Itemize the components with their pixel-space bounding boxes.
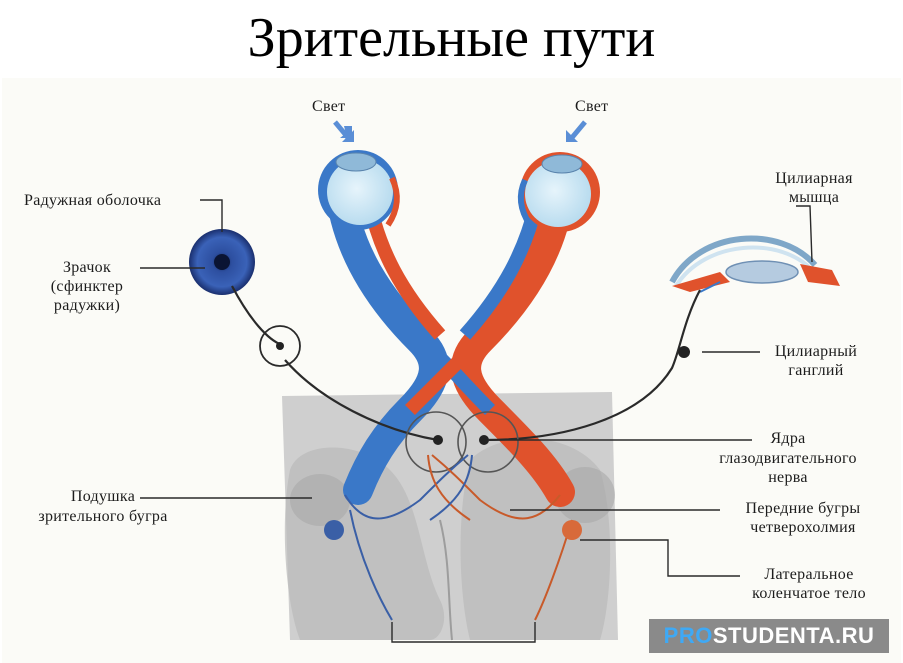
label-pupil-line1: Зрачок [62,259,112,276]
eyeball-right [517,152,600,232]
watermark-badge: PROSTUDENTA.RU [649,619,889,653]
light-arrow-right-icon [566,120,587,142]
page-title: Зрительные пути [247,7,656,69]
label-light-left: Свет [312,98,346,115]
label-lgn-line2: коленчатое тело [752,585,866,602]
label-ciliary-muscle-line2: мышца [788,189,840,206]
synapse-dot [433,435,443,445]
label-lgn-line1: Латеральное [764,566,854,583]
light-arrow-left-icon [333,120,354,142]
label-ciliary-ganglion-line1: Цилиарный [774,343,858,360]
brainstem-block [282,392,618,641]
label-pulvinar-line2: зрительного бугра [38,508,168,525]
label-oculomotor-line1: Ядра [770,430,806,447]
watermark-rest: STUDENTA.RU [712,623,875,648]
watermark-prefix: PRO [663,623,713,648]
chiasm-crossing-red [405,335,485,415]
ciliary-ganglion-dot [678,346,690,358]
lgn-right-dot [562,520,582,540]
label-leader-lines [140,199,813,643]
label-light-right: Свет [575,98,609,115]
ciliary-muscle-lens-icon [669,235,840,293]
label-ciliary-muscle-line1: Цилиарная [775,170,853,187]
label-ciliary-ganglion-line2: ганглий [788,362,844,379]
label-iris: Радужная оболочка [24,192,162,209]
label-pulvinar-line1: Подушка [70,488,136,505]
label-oculomotor-line2: глазодвигательного [719,450,857,467]
iris-icon [189,229,255,295]
eyeball-left [318,150,400,230]
label-pupil-line3: радужки) [53,297,121,314]
lgn-left-dot [324,520,344,540]
label-pupil-line2: (сфинктер [50,278,124,295]
label-colliculi-line2: четверохолмия [750,519,856,536]
label-oculomotor-line3: нерва [768,469,808,486]
synapse-dot [479,435,489,445]
label-colliculi-line1: Передние бугры [745,500,861,517]
synapse-dot [276,342,284,350]
